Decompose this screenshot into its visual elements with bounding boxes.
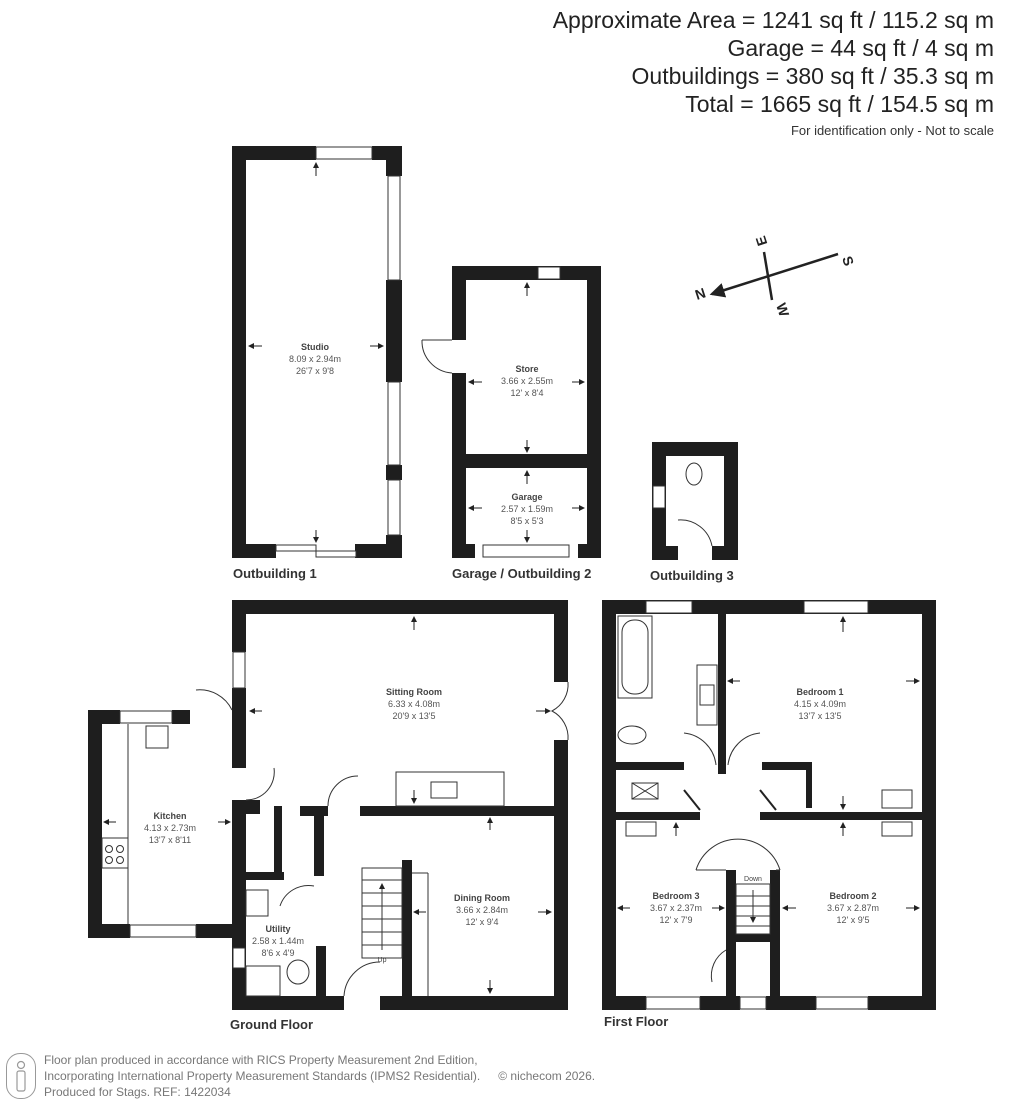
utility-name: Utility [265,924,290,934]
garage-metric: 2.57 x 1.59m [501,504,553,514]
compass-s: S [839,254,857,268]
total-area: Total = 1665 sq ft / 154.5 sq m [685,91,994,117]
outbuilding-1-label: Outbuilding 1 [233,566,317,581]
area-summary: Approximate Area = 1241 sq ft / 115.2 sq… [553,6,994,142]
toilet-icon [685,462,703,486]
hob-icon [101,837,129,869]
ground-floor-label: Ground Floor [230,1017,314,1032]
stairs-down-label: Down [744,876,762,883]
sink-icon [145,725,169,749]
store-imperial: 12' x 8'4 [511,388,544,398]
bedroom2-imperial: 12' x 9'5 [837,915,870,925]
dining-room-name: Dining Room [454,893,510,903]
dining-room-imperial: 12' x 9'4 [466,917,499,927]
store-name: Store [515,364,538,374]
bedroom1-metric: 4.15 x 4.09m [794,699,846,709]
bedroom2-name: Bedroom 2 [829,891,876,901]
dimension-arrows [103,162,920,994]
outbuilding-3-label: Outbuilding 3 [650,568,734,583]
approximate-area: Approximate Area = 1241 sq ft / 115.2 sq… [552,7,994,33]
utility-imperial: 8'6 x 4'9 [262,948,295,958]
outbuilding-2-label: Garage / Outbuilding 2 [452,566,592,581]
dining-room-metric: 3.66 x 2.84m [456,905,508,915]
first-floor-label: First Floor [604,1014,669,1029]
sitting-room-imperial: 20'9 x 13'5 [393,711,436,721]
garage-area: Garage = 44 sq ft / 4 sq m [727,35,994,61]
bedroom1-name: Bedroom 1 [796,687,843,697]
store-metric: 3.66 x 2.55m [501,376,553,386]
kitchen-name: Kitchen [153,811,186,821]
bedroom2-metric: 3.67 x 2.87m [827,903,879,913]
bedroom3-name: Bedroom 3 [652,891,699,901]
studio-name: Studio [301,342,329,352]
bedroom1-imperial: 13'7 x 13'5 [799,711,842,721]
disclaimer: For identification only - Not to scale [790,123,994,138]
first-floor-walls [602,600,936,1010]
outbuilding-3 [652,442,738,560]
footer: Floor plan produced in accordance with R… [6,1052,595,1100]
kitchen-metric: 4.13 x 2.73m [144,823,196,833]
sitting-room-metric: 6.33 x 4.08m [388,699,440,709]
footer-line-2: Incorporating International Property Mea… [44,1069,481,1083]
compass-w: W [773,301,793,319]
footer-line-3: Produced for Stags. REF: 1422034 [44,1085,231,1099]
outbuilding-2 [421,266,601,558]
bath-icon [617,615,653,699]
footer-line-1: Floor plan produced in accordance with R… [44,1053,478,1067]
studio-imperial: 26'7 x 9'8 [296,366,334,376]
kitchen-imperial: 13'7 x 8'11 [149,835,191,845]
stairs-up-label: Up [378,957,387,964]
garage-imperial: 8'5 x 5'3 [511,516,544,526]
outbuilding-1 [232,146,402,558]
copyright: © nichecom 2026. [498,1069,596,1083]
compass-e: E [752,234,770,248]
ground-floor-walls [88,600,569,1010]
studio-metric: 8.09 x 2.94m [289,354,341,364]
compass-icon: N S E W [693,234,857,319]
utility-metric: 2.58 x 1.44m [252,936,304,946]
person-icon [6,1053,36,1099]
sitting-room-name: Sitting Room [386,687,442,697]
bedroom3-metric: 3.67 x 2.37m [650,903,702,913]
compass-n: N [693,285,708,303]
bedroom3-imperial: 12' x 7'9 [660,915,693,925]
garage-name: Garage [511,492,542,502]
outbuildings-area: Outbuildings = 380 sq ft / 35.3 sq m [631,63,994,89]
